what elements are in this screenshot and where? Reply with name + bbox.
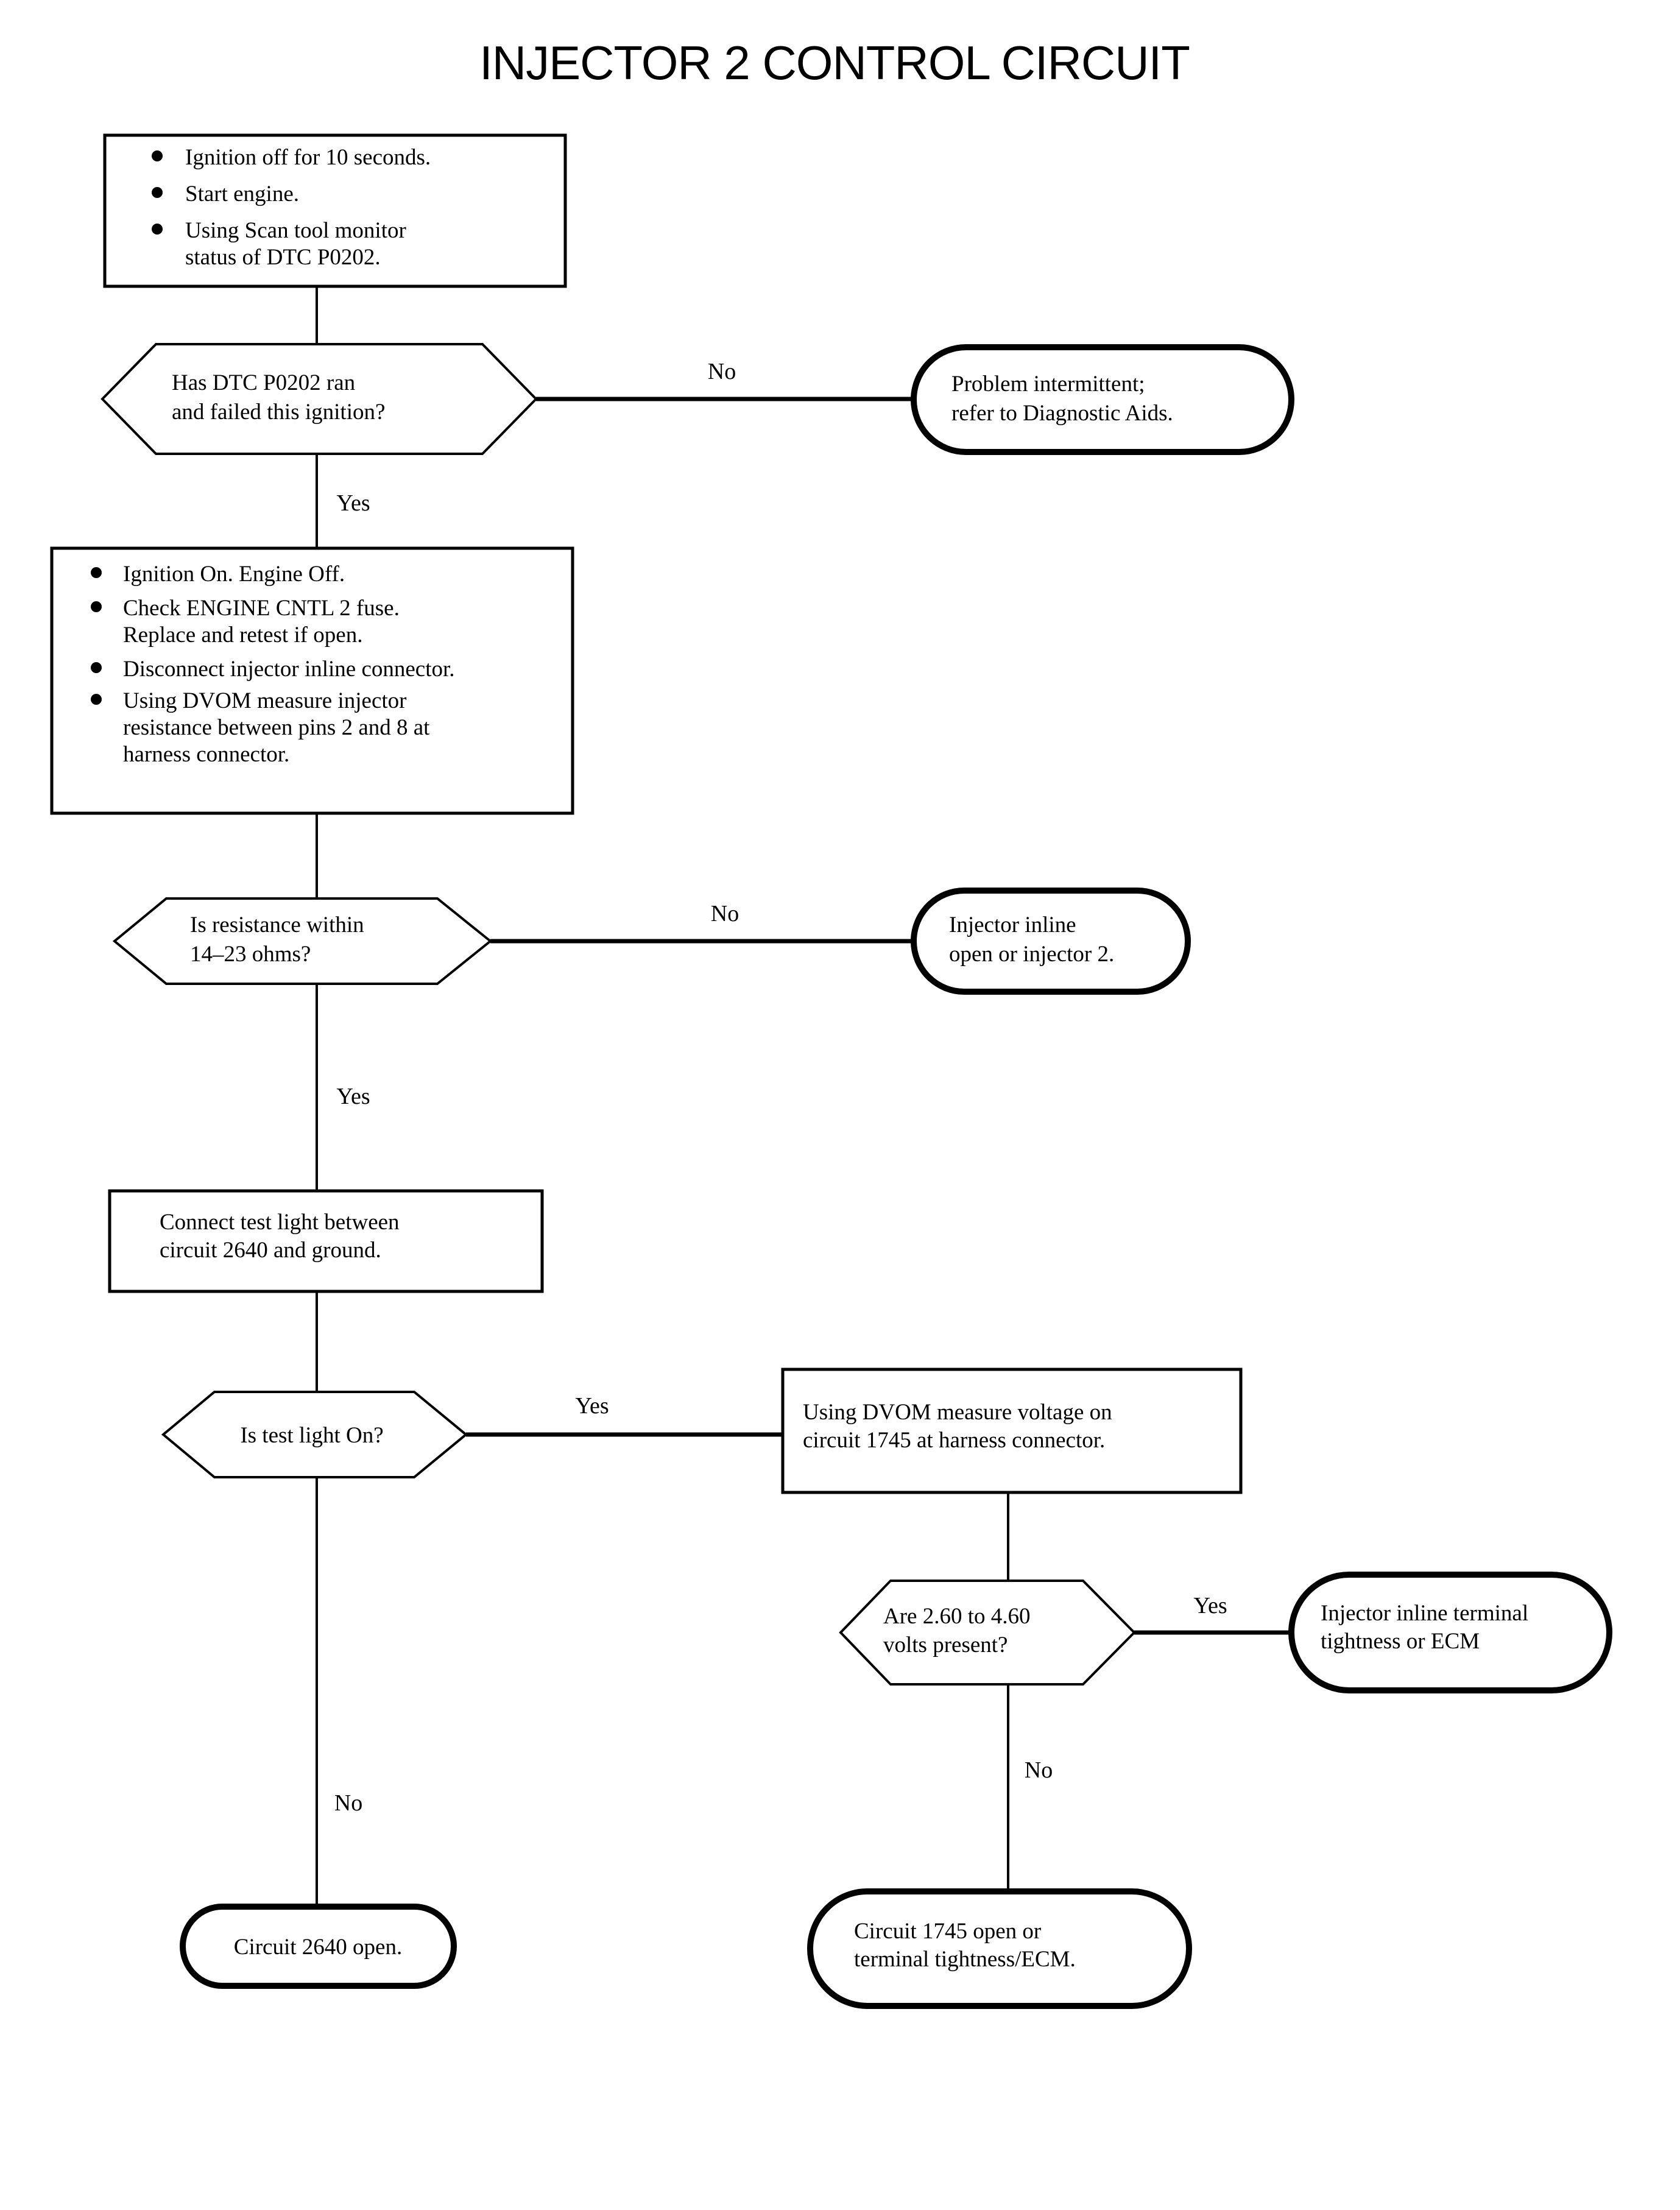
decision4-line-0: Are 2.60 to 4.60 xyxy=(883,1604,1031,1629)
decision1-hexagon xyxy=(101,343,538,455)
step2-box xyxy=(50,546,574,815)
node-decision2[interactable]: Is resistance within 14–23 ohms? xyxy=(112,897,493,985)
step2-line-2: Replace and retest if open. xyxy=(123,623,362,648)
node-decision3[interactable]: Is test light On? xyxy=(161,1391,468,1478)
node-terminal4[interactable]: Circuit 2640 open. xyxy=(180,1904,457,1989)
bullet-icon xyxy=(152,187,163,198)
bullet-icon xyxy=(91,567,102,578)
step2-line-3: Disconnect injector inline connector. xyxy=(123,657,455,682)
edge-label-decision3-yes: Yes xyxy=(575,1393,609,1419)
step4-line-1: circuit 1745 at harness connector. xyxy=(803,1428,1105,1453)
terminal3-stadium xyxy=(1288,1572,1612,1693)
decision3-hexagon xyxy=(161,1391,468,1478)
terminal1-line-0: Problem intermittent; xyxy=(951,372,1145,397)
edge-label-layer: No Yes No Yes Yes No Yes No xyxy=(334,359,1227,1816)
terminal1-line-1: refer to Diagnostic Aids. xyxy=(951,401,1173,426)
terminal5-line-1: terminal tightness/ECM. xyxy=(854,1947,1076,1972)
node-step3[interactable]: Connect test light between circuit 2640 … xyxy=(108,1189,544,1293)
terminal2-line-0: Injector inline xyxy=(949,913,1076,937)
node-step2[interactable]: Ignition On. Engine Off. Check ENGINE CN… xyxy=(50,546,574,815)
step4-line-0: Using DVOM measure voltage on xyxy=(803,1400,1112,1425)
bullet-icon xyxy=(152,224,163,235)
node-decision4[interactable]: Are 2.60 to 4.60 volts present? xyxy=(839,1580,1136,1686)
decision2-line-0: Is resistance within xyxy=(190,913,364,937)
page-title: INJECTOR 2 CONTROL CIRCUIT xyxy=(479,36,1190,90)
terminal5-line-0: Circuit 1745 open or xyxy=(854,1919,1041,1944)
terminal4-line-0: Circuit 2640 open. xyxy=(234,1935,402,1960)
node-terminal2[interactable]: Injector inline open or injector 2. xyxy=(911,888,1191,995)
step1-line-0: Ignition off for 10 seconds. xyxy=(185,145,431,170)
node-decision1[interactable]: Has DTC P0202 ran and failed this igniti… xyxy=(101,343,538,455)
terminal3-line-0: Injector inline terminal xyxy=(1321,1601,1528,1626)
step1-line-1: Start engine. xyxy=(185,182,299,207)
step3-line-0: Connect test light between xyxy=(160,1210,400,1235)
edge-label-decision4-yes: Yes xyxy=(1193,1593,1227,1619)
node-step1[interactable]: Ignition off for 10 seconds. Start engin… xyxy=(103,133,567,288)
decision1-line-1: and failed this ignition? xyxy=(172,400,385,425)
decision2-line-1: 14–23 ohms? xyxy=(190,942,311,967)
step3-line-1: circuit 2640 and ground. xyxy=(160,1238,381,1263)
terminal3-line-1: tightness or ECM xyxy=(1321,1629,1480,1654)
edge-label-decision2-yes: Yes xyxy=(336,1084,370,1109)
step4-box xyxy=(781,1368,1243,1494)
step2-line-4: Using DVOM measure injector xyxy=(123,688,406,713)
connector-layer xyxy=(316,286,1291,1907)
node-step4[interactable]: Using DVOM measure voltage on circuit 17… xyxy=(781,1368,1243,1494)
terminal1-stadium xyxy=(911,344,1294,455)
decision4-line-1: volts present? xyxy=(883,1633,1008,1658)
node-terminal3[interactable]: Injector inline terminal tightness or EC… xyxy=(1288,1572,1612,1693)
terminal2-stadium xyxy=(911,888,1191,995)
edge-label-decision1-no: No xyxy=(708,359,736,384)
bullet-icon xyxy=(91,601,102,612)
node-terminal1[interactable]: Problem intermittent; refer to Diagnosti… xyxy=(911,344,1294,455)
step1-line-3: status of DTC P0202. xyxy=(185,245,381,270)
terminal5-stadium xyxy=(807,1888,1192,2009)
decision3-line-0: Is test light On? xyxy=(240,1423,383,1448)
step3-box xyxy=(108,1189,544,1293)
step2-line-5: resistance between pins 2 and 8 at xyxy=(123,715,430,740)
bullet-icon xyxy=(91,662,102,673)
decision4-hexagon xyxy=(839,1580,1136,1686)
decision2-hexagon xyxy=(112,897,493,985)
step1-line-2: Using Scan tool monitor xyxy=(185,218,406,243)
step2-line-0: Ignition On. Engine Off. xyxy=(123,562,345,587)
node-terminal5[interactable]: Circuit 1745 open or terminal tightness/… xyxy=(807,1888,1192,2009)
terminal4-stadium xyxy=(180,1904,457,1989)
decision1-line-0: Has DTC P0202 ran xyxy=(172,370,355,395)
step2-line-1: Check ENGINE CNTL 2 fuse. xyxy=(123,596,400,621)
edge-label-decision4-no: No xyxy=(1025,1757,1053,1783)
step1-box xyxy=(103,133,567,288)
bullet-icon xyxy=(91,694,102,705)
edge-label-decision2-no: No xyxy=(711,901,739,927)
terminal2-line-1: open or injector 2. xyxy=(949,942,1114,967)
edge-label-decision1-yes: Yes xyxy=(336,490,370,516)
bullet-icon xyxy=(152,150,163,161)
step2-line-6: harness connector. xyxy=(123,742,289,767)
edge-label-decision3-no: No xyxy=(334,1790,362,1816)
